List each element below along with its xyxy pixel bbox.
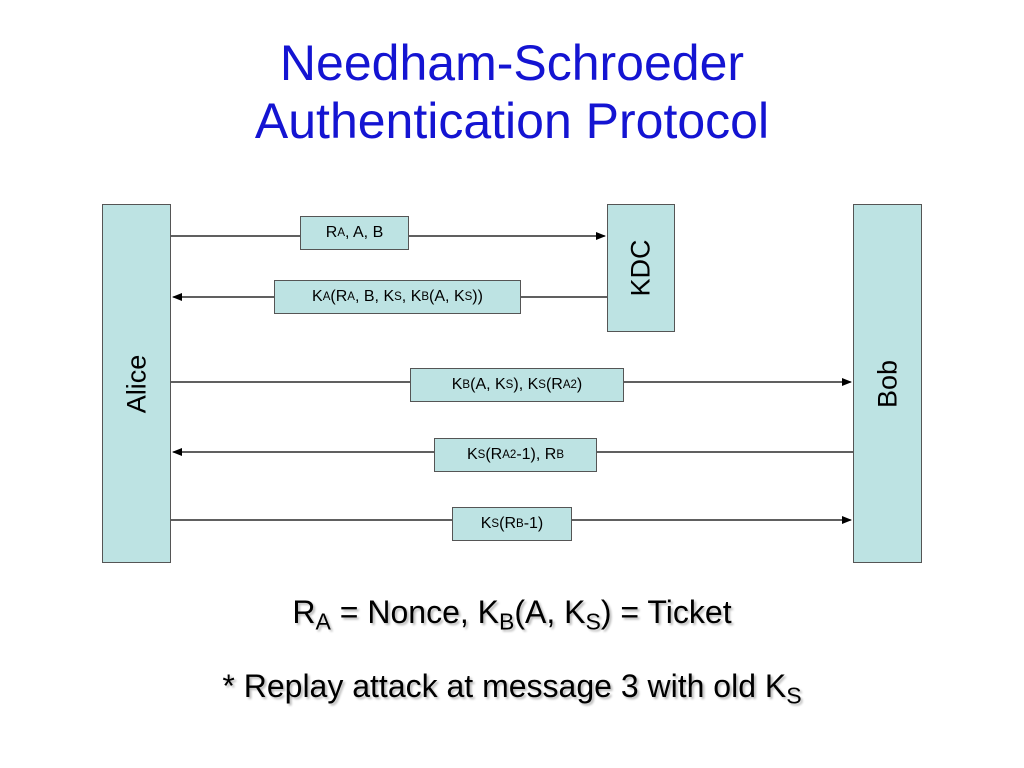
kdc-label: KDC [625, 239, 656, 297]
kdc-actor: KDC [607, 204, 675, 332]
alice-actor: Alice [102, 204, 171, 563]
title-line-1: Needham-Schroeder [279, 35, 745, 91]
alice-label: Alice [121, 354, 151, 413]
legend-line-1: RA = Nonce, KB(A, KS) = Ticket [292, 594, 732, 635]
legend-line-2: * Replay attack at message 3 with old KS [222, 668, 802, 709]
bob-actor: Bob [853, 204, 922, 563]
title-line-2: Authentication Protocol [254, 93, 770, 149]
slide-title: Needham-Schroeder Authentication Protoco… [0, 34, 1024, 150]
bob-label: Bob [872, 359, 902, 408]
